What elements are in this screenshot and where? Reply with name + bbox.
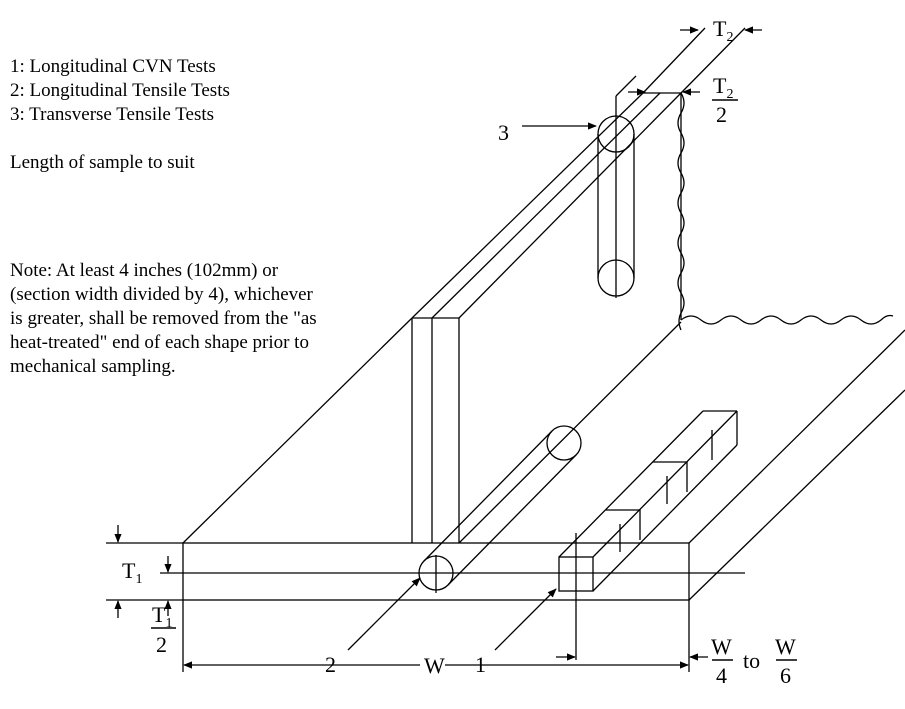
callout-1-label: 1 bbox=[475, 652, 486, 677]
web-top-mid-edge bbox=[431, 92, 661, 319]
note-line: divided by 4), whichever is bbox=[10, 284, 313, 329]
t2-ext-left bbox=[642, 27, 706, 94]
t1-half-denominator: 2 bbox=[156, 632, 167, 657]
removal-note: Note: At least 4 inches (102mm) or (sect… bbox=[10, 259, 330, 379]
flange-top-left-edge bbox=[182, 317, 413, 544]
callout-1-leader bbox=[494, 588, 557, 651]
w-frac-num-1: W bbox=[711, 634, 732, 659]
web-top-right-edge bbox=[458, 92, 682, 319]
note-line: the "as heat-treated" end of bbox=[10, 308, 317, 353]
callout-2-label: 2 bbox=[325, 652, 336, 677]
t1-half-numerator: T1 bbox=[152, 602, 172, 631]
note-line: each shape prior to bbox=[164, 332, 309, 353]
flange-front-face bbox=[182, 542, 690, 601]
w-frac-num-2: W bbox=[775, 634, 796, 659]
w-frac-den-2: 6 bbox=[780, 663, 791, 688]
t2-half-ext bbox=[615, 75, 637, 97]
cvn-top-right-edge bbox=[592, 410, 738, 558]
w-label: W bbox=[424, 653, 445, 678]
flange-bottom-right-edge bbox=[688, 389, 905, 601]
w-frac-to: to bbox=[743, 648, 760, 673]
sample-length-note: Length of sample to suit bbox=[10, 152, 195, 173]
legend: 1: Longitudinal CVN Tests 2: Longitudina… bbox=[10, 55, 330, 175]
web-fillet-right bbox=[458, 321, 682, 544]
callout-3-label: 3 bbox=[498, 120, 509, 145]
note-line: greater, shall be removed from bbox=[27, 308, 261, 329]
flange-break-line bbox=[680, 314, 894, 325]
w-frac-den-1: 4 bbox=[716, 663, 727, 688]
cvn-block-divide-2 bbox=[653, 461, 688, 492]
web-break-line bbox=[677, 92, 685, 331]
callout-2-leader bbox=[347, 577, 421, 651]
cvn-block-divide-1 bbox=[606, 509, 641, 540]
note-line: Note: At least 4 inches bbox=[10, 260, 183, 281]
tensile-2-end-back bbox=[546, 425, 582, 461]
tensile-2-edge-bottom bbox=[447, 454, 577, 586]
legend-item-cvn: 1: Longitudinal CVN Tests bbox=[10, 56, 216, 77]
t2-half-numerator: T2 bbox=[713, 73, 733, 102]
legend-item-transverse-tensile: 3: Transverse Tensile Tests bbox=[10, 104, 215, 125]
t2-half-denominator: 2 bbox=[716, 102, 727, 127]
legend-item-longitudinal-tensile: 2: Longitudinal Tensile Tests bbox=[10, 80, 230, 101]
web-top-left-edge bbox=[411, 92, 644, 319]
t1-label: T1 bbox=[122, 558, 142, 587]
note-line: mechanical sampling. bbox=[10, 356, 176, 377]
cvn-top-left-edge bbox=[558, 410, 704, 558]
flange-top-right-edge bbox=[688, 329, 905, 544]
tensile-2-edge-top bbox=[423, 430, 553, 562]
t2-label: T2 bbox=[713, 16, 733, 45]
cvn-bottom-right-edge bbox=[592, 444, 738, 592]
t2-ext-right bbox=[680, 27, 746, 94]
note-line: (102mm) or (section width bbox=[10, 260, 279, 305]
